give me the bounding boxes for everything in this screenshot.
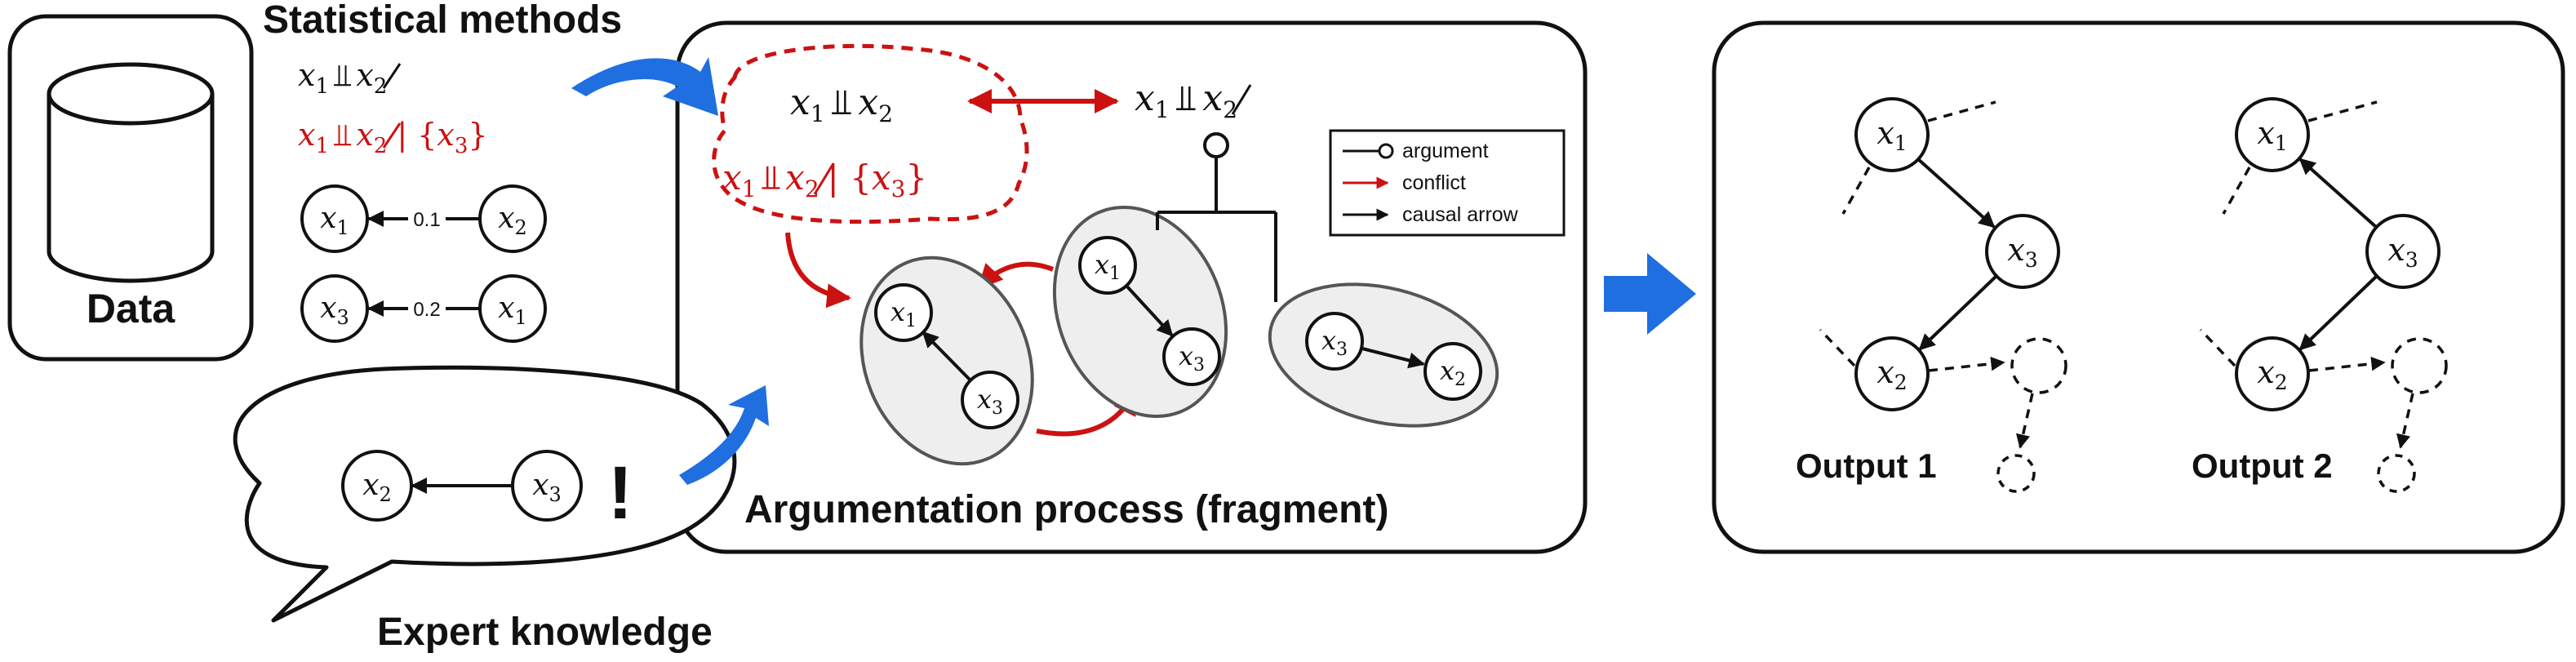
- statement-independent: x1⫫x2: [790, 82, 893, 127]
- output-panel: [1712, 20, 2565, 554]
- argument-fragment-3: x3 x2: [1268, 282, 1499, 428]
- statement-s1: x1⫫x2: [298, 57, 402, 99]
- statistical-methods-title: Statistical methods: [263, 0, 622, 42]
- svg-text:x3: x3: [320, 291, 349, 329]
- edge-weight-label: 0.2: [413, 299, 440, 321]
- legend-item-argument: argument: [1343, 140, 1489, 162]
- svg-text:x1: x1: [498, 291, 527, 329]
- flow-arrow-statistical: [571, 57, 718, 116]
- svg-text:x2: x2: [1876, 354, 1907, 394]
- expert-knowledge-title: Expert knowledge: [377, 611, 713, 654]
- svg-text:x1⫫x2| {x3}: x1⫫x2| {x3}: [722, 158, 927, 202]
- svg-text:x2: x2: [2257, 354, 2287, 394]
- svg-text:x1⫫x2: x1⫫x2: [1135, 78, 1237, 123]
- data-label: Data: [87, 286, 176, 331]
- exclamation-mark: !: [608, 451, 633, 535]
- argument-fragment-1: x1 x3: [859, 255, 1034, 466]
- argument-fragment-2: x1 x3: [1052, 206, 1228, 418]
- svg-text:x1: x1: [2257, 115, 2287, 155]
- svg-text:x1: x1: [320, 202, 349, 239]
- svg-text:x2: x2: [498, 202, 527, 239]
- output-2-label: Output 2: [2192, 447, 2333, 485]
- data-panel: Data: [7, 14, 254, 362]
- output-1-label: Output 1: [1796, 447, 1937, 485]
- edge-weight-label: 0.1: [413, 209, 440, 231]
- svg-text:x3: x3: [532, 469, 562, 506]
- svg-text:x1: x1: [890, 296, 917, 331]
- database-icon: [47, 62, 215, 283]
- flow-arrow-expert: [679, 385, 769, 485]
- svg-text:x1⫫x2| {x3}: x1⫫x2| {x3}: [298, 117, 488, 158]
- statement-dependent-right: x1⫫x2: [1135, 78, 1252, 123]
- svg-text:x1⫫x2: x1⫫x2: [298, 57, 387, 99]
- svg-text:x1⫫x2: x1⫫x2: [790, 82, 893, 127]
- output-graph-2: x1 x3 x2: [2199, 97, 2448, 493]
- svg-text:x3: x3: [2007, 232, 2037, 272]
- svg-text:x3: x3: [1179, 340, 1205, 375]
- flow-arrow-output: [1604, 253, 1696, 335]
- svg-text:x3: x3: [977, 384, 1003, 419]
- svg-text:conflict: conflict: [1402, 171, 1466, 194]
- legend: argument conflict causal arrow: [1329, 129, 1566, 237]
- conflict-cloud: x1⫫x2| {x3}: [712, 43, 1029, 224]
- svg-text:x2: x2: [362, 469, 392, 506]
- weighted-edge-x1-x3: x3 x1 0.2: [300, 274, 547, 343]
- svg-text:x3: x3: [1321, 325, 1348, 360]
- svg-text:argument: argument: [1402, 140, 1489, 162]
- argumentation-process-title: Argumentation process (fragment): [744, 488, 1388, 531]
- legend-item-causal-arrow: causal arrow: [1343, 203, 1519, 226]
- svg-text:x1: x1: [1095, 249, 1121, 284]
- weighted-edge-x2-x1: x1 x2 0.1: [300, 184, 547, 253]
- svg-text:causal arrow: causal arrow: [1402, 203, 1519, 226]
- svg-text:x2: x2: [1440, 355, 1466, 390]
- conflict-arrow: [785, 232, 851, 309]
- statement-s2: x1⫫x2| {x3}: [298, 117, 488, 158]
- legend-item-conflict: conflict: [1343, 171, 1466, 194]
- argument-tree: [1156, 132, 1277, 302]
- output-graph-1: x1 x3 x2: [1819, 97, 2067, 493]
- expert-speech-bubble: x2 x3 !: [233, 365, 737, 623]
- svg-text:x1: x1: [1876, 115, 1907, 155]
- svg-text:x3: x3: [2387, 232, 2418, 272]
